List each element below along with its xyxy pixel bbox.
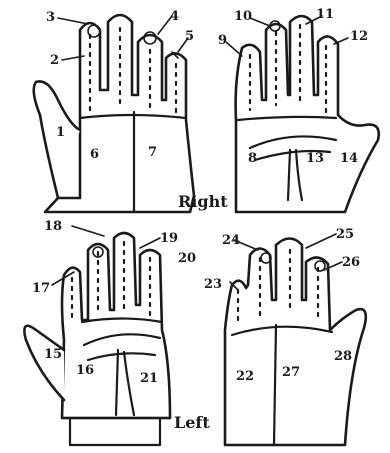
hand-bottom-left [24, 233, 170, 445]
label-19: 19 [160, 231, 178, 246]
label-7: 7 [148, 145, 157, 160]
label-24: 24 [222, 233, 240, 248]
label-3: 3 [46, 10, 55, 25]
label-17: 17 [32, 281, 50, 296]
label-13: 13 [306, 151, 324, 166]
caption-left: Left [174, 413, 210, 432]
label-21: 21 [140, 371, 158, 386]
label-15: 15 [44, 347, 62, 362]
label-28: 28 [334, 349, 352, 364]
label-9: 9 [218, 33, 227, 48]
hand-top-right [236, 16, 379, 212]
label-4: 4 [170, 9, 179, 24]
label-12: 12 [350, 29, 368, 44]
caption-right: Right [178, 192, 228, 211]
label-26: 26 [342, 255, 360, 270]
label-18: 18 [44, 219, 62, 234]
label-22: 22 [236, 369, 254, 384]
label-8: 8 [248, 151, 257, 166]
label-5: 5 [185, 29, 194, 44]
label-10: 10 [234, 9, 252, 24]
label-27: 27 [282, 365, 300, 380]
label-11: 11 [316, 7, 334, 22]
label-23: 23 [204, 277, 222, 292]
label-6: 6 [90, 147, 99, 162]
label-2: 2 [50, 53, 59, 68]
label-25: 25 [336, 227, 354, 242]
hand-top-left [34, 15, 194, 212]
label-14: 14 [340, 151, 358, 166]
label-16: 16 [76, 363, 94, 378]
label-1: 1 [56, 125, 65, 140]
label-20: 20 [178, 251, 196, 266]
